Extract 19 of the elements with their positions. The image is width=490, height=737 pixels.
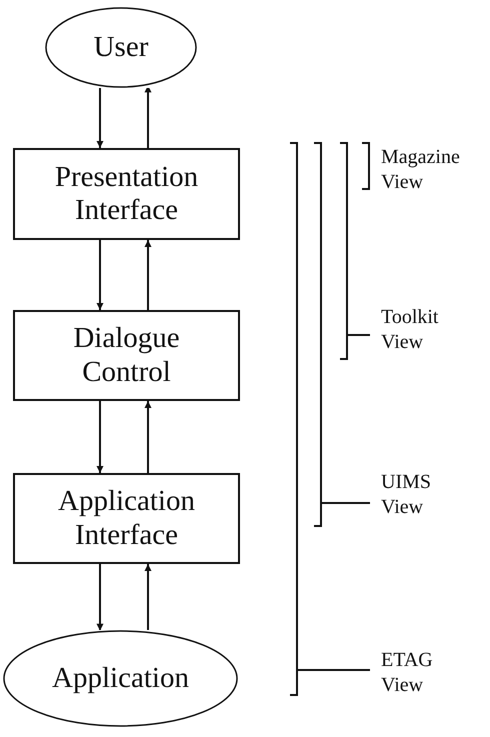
arrow [144,240,152,310]
view-label: Magazine View [381,145,461,195]
view-label: ETAG View [381,648,434,698]
arrow [96,86,104,148]
node-label: Presentation Interface [54,160,200,228]
arrow [144,564,152,632]
view-label: UIMS View [381,470,432,520]
node-label: Application [52,662,189,696]
node-label: User [94,30,148,64]
process-box [13,473,240,564]
arrow [96,564,104,631]
node-label: Application Interface [57,485,196,552]
node-label: Dialogue Control [72,322,181,389]
arrow [96,401,104,473]
process-box [13,310,240,401]
view-label: Toolkit View [381,305,440,355]
arrow [96,240,104,310]
arrow [144,401,152,473]
process-box [13,148,240,240]
